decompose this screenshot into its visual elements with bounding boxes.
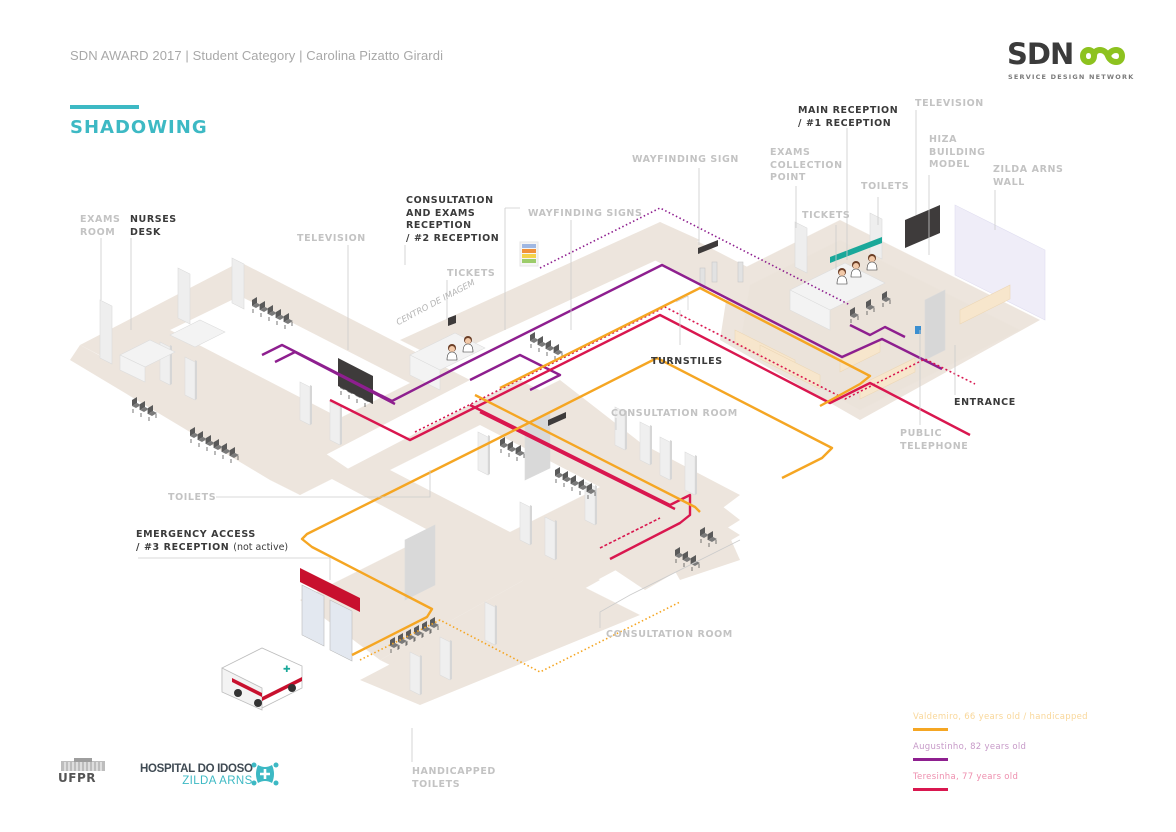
infinity-icon <box>1079 47 1126 65</box>
legend: Valdemiro, 66 years old / handicapped Au… <box>913 712 1088 802</box>
label-wayfinding-signs: WAYFINDING SIGNS <box>528 208 643 219</box>
label-public-telephone: PUBLIC TELEPHONE <box>900 428 969 452</box>
path-teresinha-dotted <box>414 306 976 433</box>
path-augustinho-dotted <box>539 207 851 306</box>
page-title: SHADOWING <box>70 117 208 138</box>
label-turnstiles: TURNSTILES <box>651 356 723 367</box>
credit-line: SDN AWARD 2017 | Student Category | Caro… <box>70 48 444 63</box>
emergency-entrance <box>300 568 360 662</box>
hospital-subname: ZILDA ARNS <box>182 775 253 787</box>
benches <box>734 284 1011 400</box>
logo-subtitle: SERVICE DESIGN NETWORK <box>1008 73 1135 81</box>
university-building-icon <box>61 758 105 771</box>
label-main-reception: MAIN RECEPTION / #1 RECEPTION <box>798 105 899 129</box>
title-accent-bar <box>70 105 139 109</box>
legend-swatch <box>913 788 948 791</box>
leader-lines <box>100 110 996 762</box>
path-valdemiro-dotted <box>359 601 681 673</box>
emergency-note: (not active) <box>233 542 289 553</box>
reception-sign <box>830 237 882 263</box>
emergency-reception-text: / #3 RECEPTION <box>136 542 230 553</box>
label-tickets-right: TICKETS <box>802 210 851 221</box>
label-emergency-access: EMERGENCY ACCESS <box>136 529 256 540</box>
turnstiles <box>675 261 744 310</box>
label-exams-collection-point: EXAMS COLLECTION POINT <box>770 147 843 183</box>
hospital-logo: HOSPITAL DO IDOSO ZILDA ARNS <box>140 762 279 787</box>
sdn-logo[interactable]: SDN SERVICE DESIGN NETWORK <box>1007 38 1137 84</box>
label-toilets-left: TOILETS <box>168 492 217 503</box>
public-telephone <box>915 326 921 334</box>
label-exams-room: EXAMS ROOM <box>80 214 121 238</box>
label-consultation-room-bottom: CONSULTATION ROOM <box>606 629 733 640</box>
hospital-name: HOSPITAL DO IDOSO <box>140 763 253 775</box>
legend-swatch <box>913 758 948 761</box>
svg-text:✚: ✚ <box>283 665 291 675</box>
label-television-left: TELEVISION <box>297 233 366 244</box>
legend-item-valdemiro: Valdemiro, 66 years old / handicapped <box>913 712 1088 742</box>
label-emergency-reception: / #3 RECEPTION (not active) <box>136 542 288 555</box>
logo-text: SDN <box>1007 37 1074 71</box>
label-entrance: ENTRANCE <box>954 397 1016 408</box>
label-consultation-room-top: CONSULTATION ROOM <box>611 408 738 419</box>
ufpr-text: UFPR <box>58 771 96 785</box>
legend-label: Augustinho, 82 years old <box>913 742 1027 752</box>
legend-swatch <box>913 728 948 731</box>
desks <box>119 262 886 391</box>
legend-label: Teresinha, 77 years old <box>913 772 1019 782</box>
label-wayfinding-sign: WAYFINDING SIGN <box>632 154 739 165</box>
label-nurses-desk: NURSES DESK <box>130 214 177 238</box>
legend-item-teresinha: Teresinha, 77 years old <box>913 772 1088 802</box>
screens <box>338 205 940 426</box>
label-tickets-left: TICKETS <box>447 268 496 279</box>
path-teresinha-dashed <box>599 517 661 549</box>
legend-item-augustinho: Augustinho, 82 years old <box>913 742 1088 772</box>
label-television-right: TELEVISION <box>915 98 984 109</box>
label-handicapped-toilets: HANDICAPPED TOILETS <box>412 766 496 790</box>
ambulance: ✚ <box>221 647 303 711</box>
label-toilets-right: TOILETS <box>861 181 910 192</box>
hospital-cross-icon <box>251 762 279 786</box>
legend-label: Valdemiro, 66 years old / handicapped <box>913 712 1088 722</box>
path-valdemiro <box>300 286 872 657</box>
wayfinding-signboard <box>519 241 539 267</box>
path-augustinho <box>261 263 943 406</box>
ufpr-logo: UFPR <box>58 757 110 789</box>
label-consultation-reception: CONSULTATION AND EXAMS RECEPTION / #2 RE… <box>406 195 500 244</box>
label-zilda-arns-wall: ZILDA ARNS WALL <box>993 164 1064 188</box>
label-hiza-building-model: HIZA BUILDING MODEL <box>929 134 986 170</box>
